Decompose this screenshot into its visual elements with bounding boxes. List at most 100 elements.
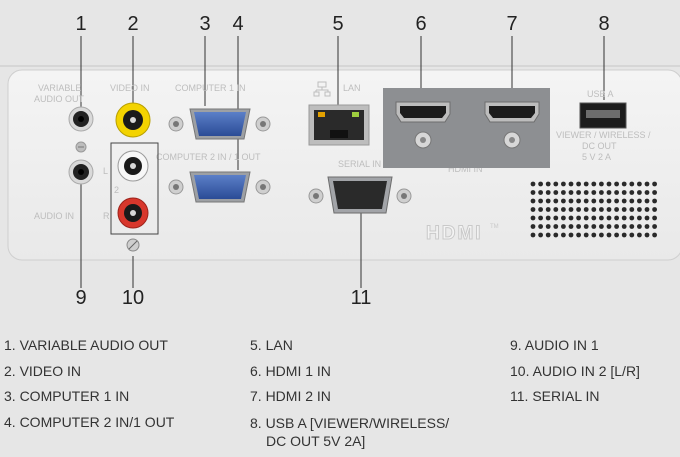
- grille-hole: [614, 215, 619, 221]
- grille-hole: [621, 232, 627, 238]
- grille-hole: [629, 181, 635, 187]
- grille-hole: [599, 207, 604, 212]
- grille-hole: [583, 198, 589, 204]
- audio-in-2-frame: [110, 142, 159, 235]
- callout-9: 9: [75, 287, 87, 309]
- callout-5: 5: [332, 13, 344, 35]
- hdmi-tm: TM: [490, 224, 499, 230]
- usb-a-port[interactable]: [579, 102, 627, 129]
- legend-item-6: 6. HDMI 1 IN: [250, 362, 331, 379]
- grille-hole: [538, 215, 543, 221]
- grille-hole: [591, 190, 597, 195]
- legend-item-4: 4. COMPUTER 2 IN/1 OUT: [4, 413, 175, 430]
- grille-hole: [629, 215, 635, 221]
- grille-hole: [621, 215, 627, 221]
- legend-column-3: 9. AUDIO IN 1 10. AUDIO IN 2 [L/R] 11. S…: [510, 333, 640, 410]
- grille-hole: [606, 198, 612, 204]
- label-5v: 5 V 2 A: [582, 152, 611, 162]
- grille-hole: [553, 190, 559, 195]
- callout-6: 6: [415, 13, 427, 35]
- grille-hole: [545, 190, 551, 195]
- grille-hole: [629, 207, 635, 212]
- grille-hole: [583, 190, 589, 195]
- grille-hole: [568, 198, 574, 204]
- grille-hole: [599, 224, 604, 229]
- grille-hole: [561, 232, 566, 238]
- grille-hole: [629, 232, 635, 238]
- callout-10: 10: [121, 287, 145, 309]
- legend-column-1: 1. VARIABLE AUDIO OUT 2. VIDEO IN 3. COM…: [4, 333, 174, 435]
- grille-hole: [621, 207, 627, 212]
- grille-hole: [568, 190, 574, 195]
- grille-hole: [652, 232, 657, 238]
- grille-hole: [530, 232, 536, 238]
- grille-hole: [568, 224, 574, 229]
- video-in-jack[interactable]: [115, 102, 151, 138]
- grille-hole: [591, 198, 597, 204]
- grille-hole: [652, 190, 657, 195]
- grille-hole: [652, 207, 657, 212]
- legend-item-11: 11. SERIAL IN: [510, 388, 600, 404]
- grille-hole: [568, 232, 574, 238]
- grille-hole: [591, 207, 597, 212]
- label-serial-in: SERIAL IN: [338, 159, 381, 169]
- label-audio-r: R: [103, 211, 110, 221]
- screw-icon: [75, 141, 87, 153]
- label-audio-in: AUDIO IN: [34, 211, 74, 221]
- legend-item-7: 7. HDMI 2 IN: [250, 388, 331, 404]
- callout-2: 2: [127, 13, 139, 35]
- grille-hole: [606, 207, 612, 212]
- audio-in-2-left-jack[interactable]: [117, 150, 149, 182]
- grille-hole: [614, 207, 619, 212]
- legend-item-5: 5. LAN: [250, 337, 293, 353]
- grille-hole: [599, 181, 604, 187]
- grille-hole: [621, 181, 627, 187]
- grille-hole: [568, 181, 574, 187]
- callout-1: 1: [75, 13, 87, 35]
- audio-out-jack[interactable]: [68, 106, 94, 132]
- grille-hole: [644, 207, 650, 212]
- hdmi-logo: HDMI: [426, 223, 483, 244]
- grille-hole: [538, 232, 543, 238]
- grille-hole: [629, 198, 635, 204]
- grille-hole: [553, 215, 559, 221]
- grille-hole: [614, 232, 619, 238]
- grille-hole: [561, 198, 566, 204]
- label-variable: VARIABLE: [38, 83, 81, 93]
- computer-2-port[interactable]: [168, 171, 271, 203]
- label-audio-l: L: [103, 166, 108, 176]
- legend-item-3: 3. COMPUTER 1 IN: [4, 388, 130, 404]
- audio-in-1-jack[interactable]: [68, 159, 94, 185]
- grille-hole: [637, 181, 642, 187]
- callout-7: 7: [506, 13, 518, 35]
- legend-item-10: 10. AUDIO IN 2 [L/R]: [510, 362, 640, 379]
- connector-panel-diagram: VARIABLE AUDIO OUT VIDEO IN COMPUTER 1 I…: [0, 36, 680, 288]
- grille-hole: [637, 198, 642, 204]
- grille-hole: [644, 232, 650, 238]
- grille-hole: [530, 224, 536, 229]
- grille-hole: [568, 215, 574, 221]
- legend-column-2: 5. LAN 6. HDMI 1 IN 7. HDMI 2 IN 8. USB …: [250, 333, 449, 450]
- ground-screw-icon: [126, 238, 140, 252]
- grille-hole: [606, 232, 612, 238]
- callout-4: 4: [232, 13, 244, 35]
- audio-in-2-right-jack[interactable]: [117, 197, 149, 229]
- hdmi-1-port[interactable]: [395, 101, 451, 149]
- hdmi-2-port[interactable]: [484, 101, 540, 149]
- grille-hole: [614, 224, 619, 229]
- network-icon: [313, 81, 331, 97]
- grille-hole: [621, 190, 627, 195]
- grille-hole: [576, 232, 581, 238]
- grille-hole: [561, 181, 566, 187]
- label-lan: LAN: [343, 83, 361, 93]
- grille-hole: [530, 181, 536, 187]
- hdmi-panel: [383, 88, 550, 168]
- grille-hole: [568, 207, 574, 212]
- serial-in-port[interactable]: [308, 176, 412, 214]
- lan-port[interactable]: [308, 104, 370, 146]
- grille-hole: [629, 224, 635, 229]
- grille-hole: [637, 224, 642, 229]
- grille-hole: [576, 198, 581, 204]
- legend-item-2: 2. VIDEO IN: [4, 362, 82, 379]
- computer-1-in-port[interactable]: [168, 108, 271, 140]
